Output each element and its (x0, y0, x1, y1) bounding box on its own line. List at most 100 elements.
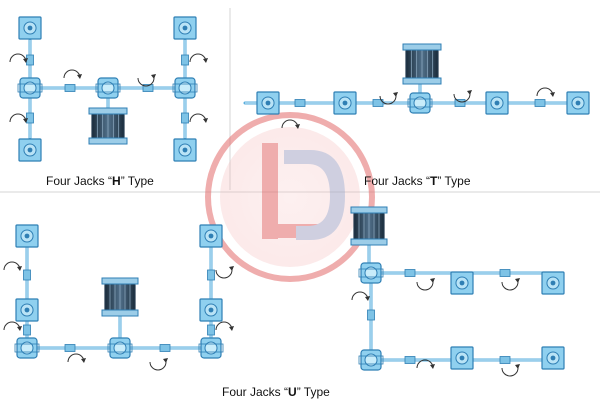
shaft-coupling (207, 324, 215, 336)
shaft-coupling (64, 84, 76, 92)
rotation-arrow (281, 119, 299, 129)
screw-jack (199, 298, 223, 322)
screw-jack (566, 91, 590, 115)
rotation-arrow (137, 77, 155, 87)
gearbox-flange (172, 83, 198, 93)
rotation-arrow-head (430, 364, 435, 369)
screw-jack-hub (265, 100, 271, 106)
screw-jack-hub (550, 280, 556, 286)
rotation-arrow (189, 113, 207, 123)
rotation-arrow-head (203, 118, 208, 123)
screw-jack-hub (342, 100, 348, 106)
shaft-coupling (26, 54, 34, 66)
bevel-gearbox (17, 77, 43, 99)
screw-jack-hub (208, 233, 214, 239)
rotation-arrow-head (151, 74, 156, 79)
screw-jack (541, 346, 565, 370)
rotation-arrow-head (430, 278, 435, 283)
screw-jack-hub (27, 25, 33, 31)
rotation-arrow-head (229, 266, 234, 271)
bevel-gearbox (172, 77, 198, 99)
rotation-arrow-head (515, 364, 520, 369)
screw-jack (173, 16, 197, 40)
screw-jack (450, 271, 474, 295)
screw-jack (15, 298, 39, 322)
rotation-arrow (3, 261, 21, 271)
rotation-arrow (215, 269, 233, 279)
screw-jack-hub (459, 355, 465, 361)
electric-motor (101, 277, 139, 317)
gearbox-cover (20, 341, 34, 355)
gearbox-flange (17, 83, 43, 93)
rotation-arrow (189, 53, 207, 63)
components (14, 16, 590, 371)
bevel-gearbox (358, 262, 384, 284)
gearbox-cover (364, 266, 378, 280)
shaft-coupling (207, 269, 215, 281)
bevel-gearbox (14, 337, 40, 359)
rotation-arrow (351, 291, 369, 301)
shaft-coupling (159, 344, 171, 352)
screw-jack (256, 91, 280, 115)
motor-end-cap (88, 107, 128, 115)
bevel-gearbox (358, 349, 384, 371)
gearbox-cover (23, 81, 37, 95)
gearbox-cover (101, 81, 115, 95)
rotation-arrow-head (365, 296, 370, 301)
rotation-arrow-head (163, 358, 168, 363)
screw-jack (15, 224, 39, 248)
shaft-coupling (404, 269, 416, 277)
screw-jack-hub (459, 280, 465, 286)
rotation-arrow-head (17, 326, 22, 331)
gearbox-cover (413, 96, 427, 110)
motor-end-cap (88, 137, 128, 145)
shaft-coupling (181, 112, 189, 124)
shaft-coupling (181, 54, 189, 66)
screw-jack (18, 16, 42, 40)
screw-jack-hub (494, 100, 500, 106)
rotation-arrow (501, 281, 519, 291)
gearbox-cover (113, 341, 127, 355)
rotation-arrow (416, 281, 434, 291)
screw-jack (199, 224, 223, 248)
motor-end-cap (402, 77, 442, 85)
gearbox-flange (407, 98, 433, 108)
motor-end-cap (101, 277, 139, 285)
bevel-gearbox (95, 77, 121, 99)
shaft-coupling (454, 99, 466, 107)
rotation-arrow (9, 113, 27, 123)
rotation-arrow (453, 93, 471, 103)
shaft-coupling (367, 309, 375, 321)
shaft-coupling (64, 344, 76, 352)
screw-jack (333, 91, 357, 115)
bevel-gearbox (198, 337, 224, 359)
gearbox-cover (364, 353, 378, 367)
rotation-arrow (149, 361, 167, 371)
rotation-arrow (501, 367, 519, 377)
shaft-coupling (23, 324, 31, 336)
caption-t-type: Four Jacks “T” Type (364, 174, 471, 188)
rotation-arrow-head (23, 118, 28, 123)
rotation-arrow (536, 87, 554, 97)
rotation-arrow-head (515, 278, 520, 283)
rotation-arrow (9, 53, 27, 63)
rotation-arrow-head (203, 58, 208, 63)
screw-jack-hub (208, 307, 214, 313)
shaft-coupling (23, 269, 31, 281)
shaft-coupling (404, 356, 416, 364)
gearbox-cover (204, 341, 218, 355)
rotation-arrow-head (229, 326, 234, 331)
screw-jack-hub (550, 355, 556, 361)
gearbox-flange (107, 343, 133, 353)
shaft-coupling (499, 356, 511, 364)
rotation-arrow (215, 321, 233, 331)
rotation-arrow (63, 69, 81, 79)
rotation-arrows (3, 53, 555, 377)
bevel-gearbox (407, 92, 433, 114)
motor-end-cap (350, 206, 388, 214)
screw-jack-hub (575, 100, 581, 106)
rotation-arrow (67, 353, 85, 363)
motor-end-cap (350, 238, 388, 246)
rotation-arrow-head (81, 358, 86, 363)
